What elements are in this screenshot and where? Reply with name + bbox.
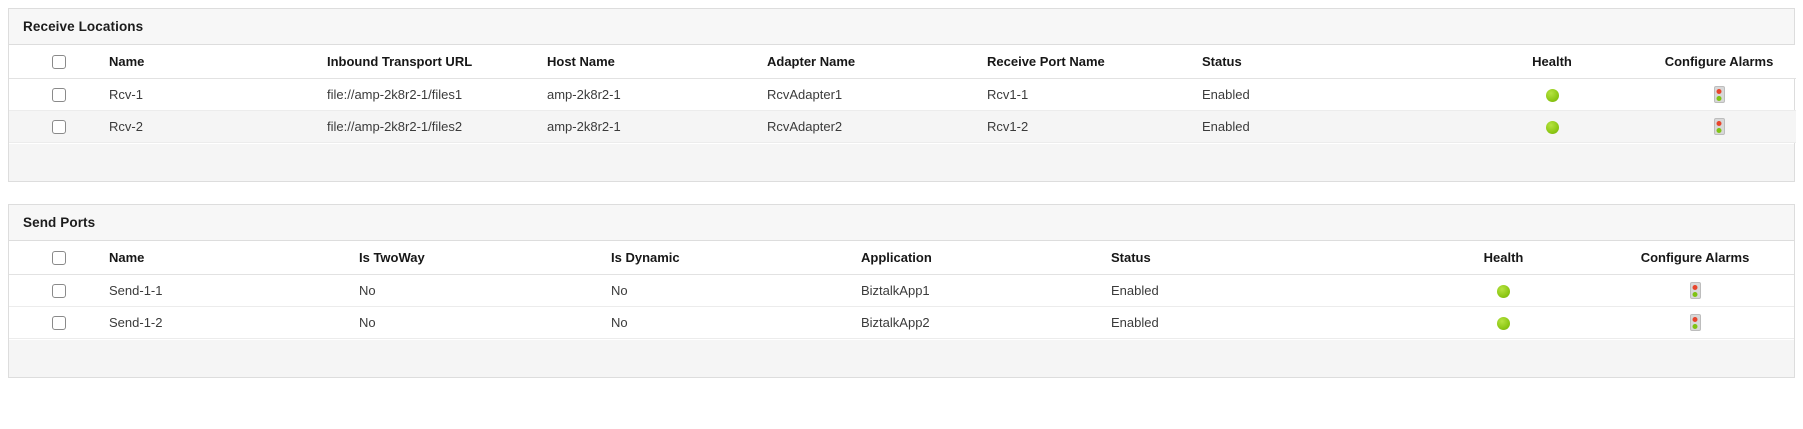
column-header-is-twoway[interactable]: Is TwoWay (359, 241, 611, 275)
receive-locations-table: Name Inbound Transport URL Host Name Ada… (9, 45, 1796, 143)
row-checkbox[interactable] (52, 120, 66, 135)
column-header-configure-alarms[interactable]: Configure Alarms (1596, 241, 1794, 275)
column-header-application[interactable]: Application (861, 241, 1111, 275)
cell-receive-port-name: Rcv1-1 (987, 78, 1202, 111)
cell-configure-alarms[interactable] (1596, 274, 1794, 307)
cell-host-name: amp-2k8r2-1 (547, 78, 767, 111)
traffic-light-icon[interactable] (1689, 314, 1701, 332)
table-row[interactable]: Send-1-2 No No BiztalkApp2 Enabled (9, 306, 1794, 339)
traffic-light-icon[interactable] (1713, 118, 1725, 136)
column-header-status[interactable]: Status (1202, 45, 1462, 79)
cell-health (1462, 110, 1642, 143)
table-header-row: Name Inbound Transport URL Host Name Ada… (9, 45, 1796, 79)
cell-configure-alarms[interactable] (1642, 110, 1796, 143)
column-header-name[interactable]: Name (109, 241, 359, 275)
column-header-receive-port-name[interactable]: Receive Port Name (987, 45, 1202, 79)
health-status-icon (1545, 89, 1559, 103)
traffic-light-icon[interactable] (1713, 86, 1725, 104)
cell-is-twoway: No (359, 306, 611, 339)
table-header-row: Name Is TwoWay Is Dynamic Application St… (9, 241, 1794, 275)
health-status-icon (1497, 317, 1510, 331)
cell-configure-alarms[interactable] (1596, 306, 1794, 339)
row-select-cell[interactable] (9, 110, 109, 143)
cell-adapter-name: RcvAdapter1 (767, 78, 987, 111)
cell-is-twoway: No (359, 274, 611, 307)
row-checkbox[interactable] (52, 284, 66, 299)
cell-name: Rcv-2 (109, 110, 327, 143)
row-checkbox[interactable] (52, 316, 66, 331)
column-header-inbound-transport-url[interactable]: Inbound Transport URL (327, 45, 547, 79)
column-header-adapter-name[interactable]: Adapter Name (767, 45, 987, 79)
column-header-host-name[interactable]: Host Name (547, 45, 767, 79)
column-header-is-dynamic[interactable]: Is Dynamic (611, 241, 861, 275)
column-header-select[interactable] (9, 241, 109, 275)
cell-host-name: amp-2k8r2-1 (547, 110, 767, 143)
panel-title-receive-locations: Receive Locations (9, 9, 1794, 45)
cell-configure-alarms[interactable] (1642, 78, 1796, 111)
cell-inbound-transport-url: file://amp-2k8r2-1/files1 (327, 78, 547, 111)
table-row[interactable]: Send-1-1 No No BiztalkApp1 Enabled (9, 274, 1794, 307)
cell-is-dynamic: No (611, 306, 861, 339)
column-header-select[interactable] (9, 45, 109, 79)
send-ports-table: Name Is TwoWay Is Dynamic Application St… (9, 241, 1794, 339)
table-row[interactable]: Rcv-1 file://amp-2k8r2-1/files1 amp-2k8r… (9, 78, 1796, 111)
column-header-health[interactable]: Health (1462, 45, 1642, 79)
cell-health (1411, 274, 1596, 307)
cell-health (1411, 306, 1596, 339)
row-select-cell[interactable] (9, 78, 109, 111)
panel-receive-locations: Receive Locations Name Inbou (8, 8, 1796, 182)
cell-status: Enabled (1202, 78, 1462, 111)
receive-locations-footer (9, 143, 1794, 181)
column-header-health[interactable]: Health (1411, 241, 1596, 275)
health-status-icon (1545, 121, 1559, 135)
column-header-configure-alarms[interactable]: Configure Alarms (1642, 45, 1796, 79)
cell-name: Send-1-2 (109, 306, 359, 339)
row-select-cell[interactable] (9, 306, 109, 339)
row-select-cell[interactable] (9, 274, 109, 307)
cell-status: Enabled (1111, 274, 1411, 307)
cell-status: Enabled (1202, 110, 1462, 143)
send-ports-footer (9, 339, 1794, 377)
cell-name: Send-1-1 (109, 274, 359, 307)
cell-is-dynamic: No (611, 274, 861, 307)
health-status-icon (1497, 285, 1510, 299)
cell-health (1462, 78, 1642, 111)
panel-title-send-ports: Send Ports (9, 205, 1794, 241)
select-all-checkbox-receive[interactable] (52, 55, 66, 70)
cell-application: BiztalkApp2 (861, 306, 1111, 339)
panel-send-ports: Send Ports Name Is TwoWay I (8, 204, 1795, 378)
column-header-name[interactable]: Name (109, 45, 327, 79)
cell-application: BiztalkApp1 (861, 274, 1111, 307)
cell-inbound-transport-url: file://amp-2k8r2-1/files2 (327, 110, 547, 143)
table-row[interactable]: Rcv-2 file://amp-2k8r2-1/files2 amp-2k8r… (9, 110, 1796, 143)
cell-adapter-name: RcvAdapter2 (767, 110, 987, 143)
cell-name: Rcv-1 (109, 78, 327, 111)
select-all-checkbox-send[interactable] (52, 251, 66, 266)
traffic-light-icon[interactable] (1689, 282, 1701, 300)
row-checkbox[interactable] (52, 88, 66, 103)
column-header-status[interactable]: Status (1111, 241, 1411, 275)
cell-receive-port-name: Rcv1-2 (987, 110, 1202, 143)
cell-status: Enabled (1111, 306, 1411, 339)
